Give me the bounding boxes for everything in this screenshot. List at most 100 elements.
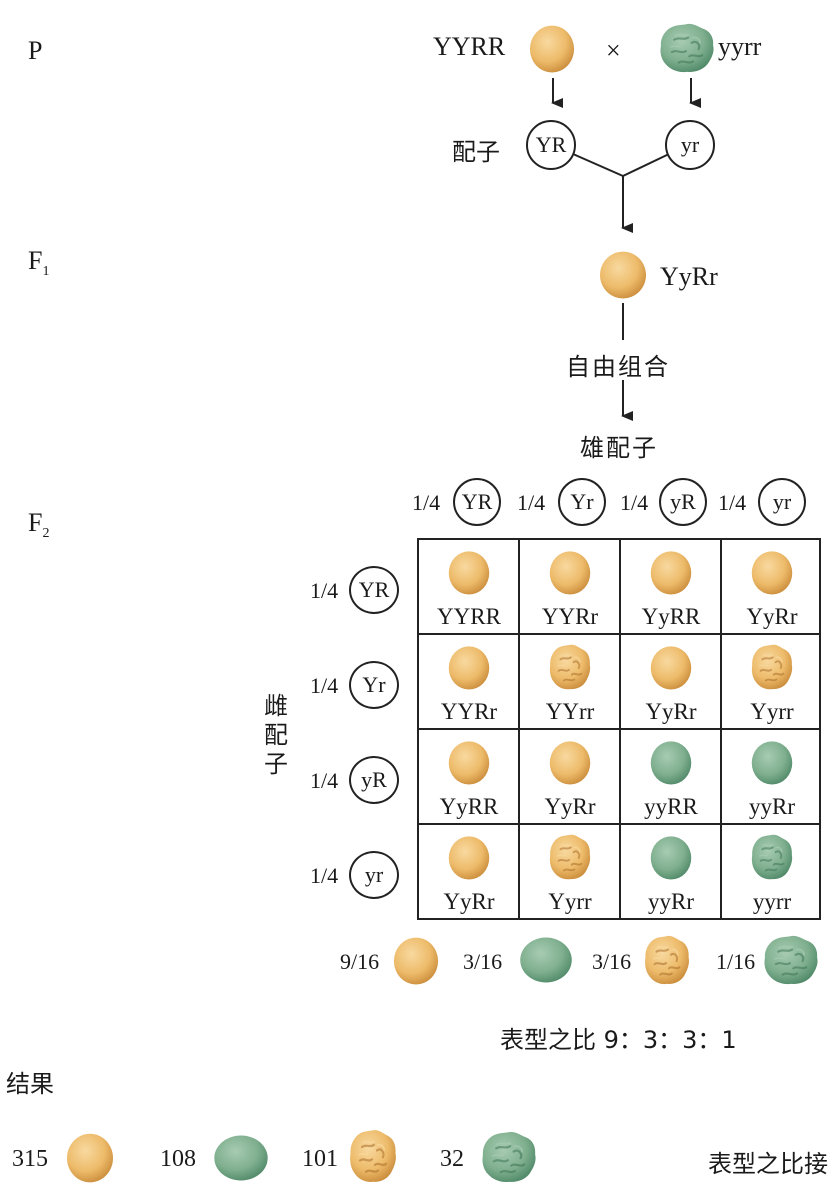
punnett-genotype: YYrr [545,699,595,724]
punnett-cell: YYRr [419,635,519,730]
punnett-pea [750,833,794,881]
female-fraction-1: 1/4 [310,578,339,603]
punnett-cell: YyRr [419,825,519,920]
punnett-genotype: Yyrr [548,889,592,914]
parent-gamete-yr-upper: YR [526,120,576,170]
generation-f2-base: F [28,508,43,537]
punnett-genotype: YyRr [746,604,798,629]
parent-gamete-yr-lower: yr [665,120,715,170]
ratio-fraction-1: 9/16 [340,949,380,974]
female-label-char-1: 雌 [264,692,288,720]
punnett-pea [750,643,794,691]
punnett-cell: yyRr [722,730,822,825]
female-gamete-yR: yR [349,756,399,804]
f1-pea [598,248,648,300]
punnett-pea [447,643,491,691]
f1-genotype: YyRr [660,262,718,291]
parent-left-genotype: YYRR [433,32,506,61]
results-label: 结果 [6,1070,54,1098]
punnett-cell: YyRR [419,730,519,825]
ratio-fraction-4: 1/16 [716,949,756,974]
result-pea-3 [348,1128,398,1184]
result-count-2: 108 [160,1146,196,1172]
gamete-join-right [622,153,670,177]
punnett-genotype: yyRr [648,889,694,914]
punnett-genotype: YyRr [645,699,697,724]
male-fraction-4: 1/4 [718,490,747,515]
gamete-join-left [572,153,624,177]
punnett-cell: YyRr [520,730,620,825]
punnett-cell: yyrr [722,825,822,920]
result-pea-4 [480,1130,538,1184]
punnett-cell: Yyrr [722,635,822,730]
ratio-pea-1 [392,934,440,986]
ratio-pea-4 [762,934,820,986]
parent-right-genotype: yyrr [718,32,762,61]
punnett-pea [649,833,693,881]
male-gamete-Yr: Yr [558,478,606,526]
punnett-pea [649,548,693,596]
male-fraction-2: 1/4 [517,490,546,515]
male-fraction-1: 1/4 [412,490,441,515]
ratio-fraction-2: 3/16 [463,949,503,974]
punnett-pea [447,548,491,596]
female-gamete-YR: YR [349,566,399,614]
punnett-genotype: YyRr [443,889,495,914]
result-count-1: 315 [12,1146,48,1172]
punnett-cell: yyRr [621,825,721,920]
punnett-cell: YyRR [621,540,721,635]
punnett-cell: YyRr [621,635,721,730]
punnett-genotype: yyrr [752,889,792,914]
punnett-genotype: yyRr [749,794,795,819]
phenotype-ratio-text: 表型之比 9：3：3：1 [500,1026,737,1054]
ratio-fraction-3: 3/16 [592,949,632,974]
female-gamete-yr: yr [349,851,399,899]
punnett-pea [548,833,592,881]
punnett-cell: yyRR [621,730,721,825]
punnett-genotype: Yyrr [750,699,794,724]
cross-symbol: × [606,36,621,65]
punnett-cell: YYRR [419,540,519,635]
ratio-pea-2 [518,934,574,984]
punnett-pea [548,738,592,786]
punnett-genotype: YYRr [440,699,498,724]
male-gamete-YR: YR [453,478,501,526]
results-ratio-text: 表型之比接 [708,1150,828,1178]
generation-f2-subscript: 2 [42,526,50,542]
generation-f1-subscript: 1 [42,264,50,280]
punnett-pea [649,738,693,786]
male-gamete-yr: yr [758,478,806,526]
male-fraction-3: 1/4 [620,490,649,515]
female-fraction-2: 1/4 [310,673,339,698]
punnett-genotype: YyRR [439,794,499,819]
female-label-char-2: 配 [264,721,288,749]
punnett-pea [548,643,592,691]
ratio-pea-3 [643,934,691,986]
punnett-genotype: YYRR [437,604,501,629]
result-pea-1 [65,1130,115,1184]
parent-left-pea [528,22,576,74]
generation-f1-base: F [28,246,43,275]
result-count-3: 101 [302,1146,338,1172]
result-count-4: 32 [440,1146,464,1172]
female-label-char-3: 子 [264,750,288,778]
punnett-cell: YYRr [520,540,620,635]
punnett-pea [750,738,794,786]
female-gametes-label: 雌 配 子 [264,692,288,779]
punnett-pea [447,833,491,881]
punnett-genotype: YYRr [541,604,599,629]
generation-p-label: P [28,36,43,65]
punnett-genotype: yyRR [644,794,698,819]
gametes-label: 配子 [452,138,500,166]
female-fraction-3: 1/4 [310,768,339,793]
generation-f1-label: F1 [28,246,49,280]
punnett-pea [447,738,491,786]
punnett-cell: YYrr [520,635,620,730]
punnett-genotype: YyRr [544,794,596,819]
male-gamete-yR: yR [659,478,707,526]
punnett-pea [548,548,592,596]
result-pea-2 [212,1132,270,1182]
free-combination-label: 自由组合 [566,353,670,381]
punnett-cell: YyRr [722,540,822,635]
